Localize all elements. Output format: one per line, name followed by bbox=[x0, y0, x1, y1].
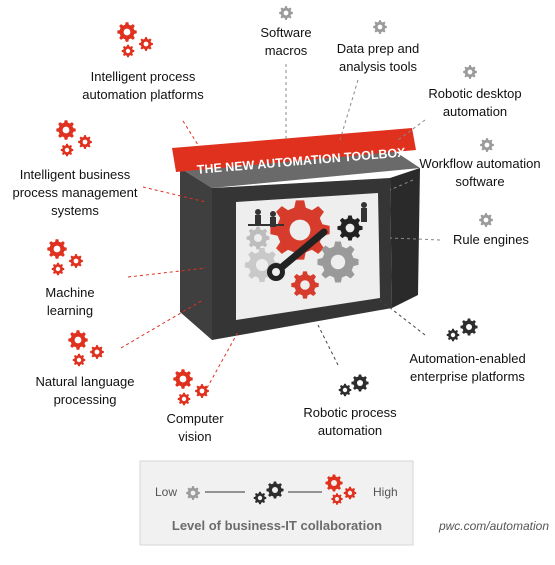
gears-icon-ipap bbox=[117, 22, 153, 58]
label-aeep: Automation-enabled enterprise platforms bbox=[409, 351, 526, 384]
window-gear-pale bbox=[246, 226, 270, 250]
label-nlp: Natural language processing bbox=[35, 374, 135, 407]
leader-cv bbox=[206, 331, 239, 389]
window-gear-red-large bbox=[270, 200, 330, 260]
toolbox bbox=[180, 148, 420, 340]
window-people bbox=[248, 202, 367, 227]
label-wfa: Workflow automation software bbox=[419, 156, 541, 189]
footer-url: pwc.com/automation bbox=[438, 519, 549, 533]
leader-dpat bbox=[339, 79, 359, 141]
gears-icon-rpa bbox=[338, 374, 369, 397]
label-ipap: Intelligent process automation platforms bbox=[82, 69, 204, 102]
gear-icon-wfa bbox=[480, 138, 494, 152]
legend-title: Level of business-IT collaboration bbox=[172, 518, 382, 533]
gear-icon-dpat bbox=[373, 20, 387, 34]
leader-rpa bbox=[317, 324, 339, 366]
label-cv: Computer vision bbox=[166, 411, 224, 444]
legend-gear-medium-icon bbox=[253, 491, 267, 505]
toolbox-right-side bbox=[390, 168, 420, 308]
leader-lines bbox=[120, 64, 441, 389]
legend-gear-high-icon bbox=[325, 474, 357, 505]
leader-re bbox=[389, 237, 441, 241]
leader-nlp bbox=[120, 299, 204, 349]
legend-box bbox=[139, 460, 414, 546]
gears-icon-cv bbox=[173, 369, 209, 406]
label-rda: Robotic desktop automation bbox=[428, 86, 522, 119]
label-ml: Machine learning bbox=[45, 285, 95, 318]
label-rpa: Robotic process automation bbox=[303, 405, 397, 438]
label-ibpms: Intelligent business process management … bbox=[12, 167, 138, 218]
leader-aeep bbox=[379, 299, 426, 336]
leader-ml bbox=[127, 267, 207, 278]
gears-icon-ml bbox=[47, 239, 83, 276]
leader-ipap bbox=[182, 120, 201, 149]
leader-wfa bbox=[389, 179, 414, 191]
window-gear-light bbox=[244, 247, 280, 283]
gears-icon-aeep bbox=[446, 318, 478, 342]
window-gear-red-small bbox=[291, 271, 319, 299]
gears-icon-nlp bbox=[68, 330, 104, 367]
toolbox-left-side bbox=[180, 168, 212, 340]
gears-icon-ibpms bbox=[56, 120, 92, 157]
window-gear-gray bbox=[317, 241, 359, 283]
leader-ibpms bbox=[142, 186, 207, 203]
toolbox-top bbox=[180, 148, 420, 188]
window-wrench bbox=[272, 228, 328, 276]
legend-high: High bbox=[373, 485, 398, 499]
gear-icon-rda bbox=[463, 65, 477, 79]
window-gear-dark bbox=[337, 215, 363, 241]
legend-gear-low-icon bbox=[186, 486, 200, 500]
gear-icon-re bbox=[479, 213, 493, 227]
gear-icon-sm bbox=[279, 6, 293, 20]
label-re: Rule engines bbox=[453, 232, 529, 247]
legend-low: Low bbox=[155, 485, 177, 499]
label-sm: Software macros bbox=[260, 25, 312, 58]
label-dpat: Data prep and analysis tools bbox=[336, 41, 420, 74]
